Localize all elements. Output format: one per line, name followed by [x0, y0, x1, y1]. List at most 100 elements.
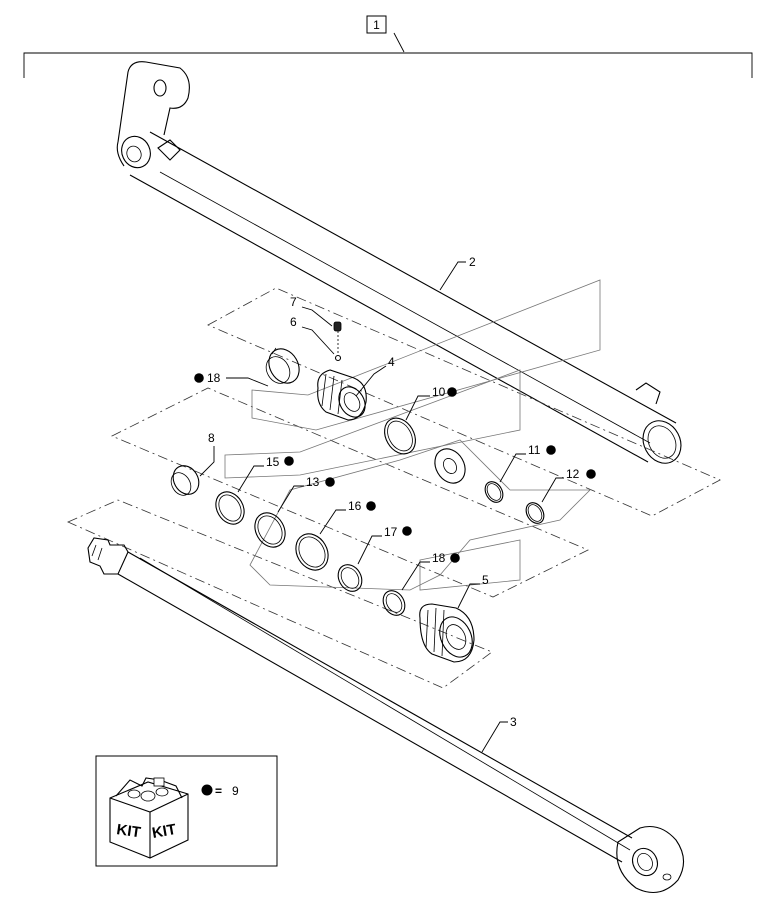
label-17: 18 [432, 551, 446, 565]
kit-legend-frame [95, 755, 278, 867]
axis-frame-upper [207, 287, 721, 517]
label-7: 7 [290, 295, 297, 309]
part-12-o-ring [525, 502, 545, 524]
leader-15 [319, 509, 346, 535]
leader-4 [355, 365, 387, 397]
rod-bottom-edge [117, 573, 623, 863]
label-6: 6 [290, 315, 297, 329]
assembly-callout: 1 [23, 15, 753, 78]
gland-insert [434, 448, 466, 484]
rod-eye [616, 825, 685, 894]
kit-legend-bullet [201, 784, 213, 796]
assembly-label: 1 [373, 18, 380, 32]
kit-bullet-16 [402, 526, 412, 536]
label-14: 15 [266, 455, 280, 469]
label-12: 12 [566, 467, 580, 481]
label-8: 8 [208, 431, 215, 445]
kit-bullet-12 [586, 469, 596, 479]
part-17-seal [382, 590, 406, 616]
leader-7 [301, 306, 333, 327]
rod-threaded-end [87, 537, 129, 575]
cylinder-barrel [116, 61, 682, 464]
leader-11 [499, 453, 526, 483]
kit-bullet-14 [284, 456, 294, 466]
leader-8 [199, 446, 215, 477]
kit-box-icon: KIT KIT [109, 777, 189, 859]
barrel-port-boss [635, 382, 661, 405]
kit-legend-number: 9 [232, 784, 239, 798]
kit-bullet-10 [447, 387, 457, 397]
leader-6 [301, 326, 335, 355]
label-16: 17 [384, 525, 398, 539]
axis-frame-lower [67, 499, 493, 689]
kit-bullet-13 [325, 477, 335, 487]
part-7-set-screw [333, 321, 342, 332]
barrel-clevis-plate [117, 61, 190, 143]
kit-bullet-15 [366, 501, 376, 511]
leader-3 [481, 721, 508, 753]
rod-top-edge [127, 551, 633, 839]
end-cap-port [126, 145, 142, 163]
barrel-bore [647, 425, 677, 459]
label-11: 11 [528, 443, 541, 457]
label-18: 18 [207, 371, 221, 385]
part-8-wear-ring [170, 465, 200, 496]
part-16-seal [337, 564, 363, 592]
leader-10 [405, 395, 430, 421]
rod-thread-line [91, 544, 97, 557]
barrel-tube-top-edge [149, 131, 677, 424]
part-14-seal [215, 491, 245, 525]
kit-box-text-left: KIT [115, 821, 141, 841]
part-18-wear-ring [265, 347, 300, 384]
rod-thread-line [97, 547, 103, 561]
assembly-bracket [23, 52, 753, 78]
leader-14 [237, 465, 264, 493]
grease-fitting [157, 139, 181, 161]
part-11-o-ring [484, 481, 504, 503]
leader-13 [277, 485, 304, 513]
barrel-tube-highlight [159, 171, 651, 444]
leader-12 [541, 477, 564, 503]
axis-frame-middle [111, 387, 589, 598]
rod-eye-grease-fitting [662, 873, 672, 881]
part-5-gland-nut [419, 603, 475, 663]
leader-16 [357, 535, 382, 565]
kit-bullet-11 [546, 445, 556, 455]
background-ghost-outline [224, 279, 601, 591]
assembly-leader [393, 32, 405, 53]
label-10: 10 [432, 385, 446, 399]
kit-box-text-right: KIT [151, 821, 178, 842]
barrel-clevis-edge [116, 141, 125, 167]
part-13-seal [254, 512, 286, 548]
kit-legend-equals: = [215, 784, 222, 798]
clevis-pin-hole [153, 79, 167, 97]
kit-bullet-17 [450, 553, 460, 563]
part-6-ball [334, 354, 342, 362]
barrel-tube-bottom-edge [129, 174, 649, 463]
leader-5 [457, 583, 480, 609]
assembly-label-box [366, 15, 387, 34]
piston-rod [87, 537, 685, 894]
barrel-open-end [642, 420, 682, 464]
part-10-seal-ring [384, 417, 416, 455]
label-3: 3 [510, 715, 517, 729]
leader-18 [226, 377, 269, 387]
label-4: 4 [388, 355, 395, 369]
kit-bullet-18 [194, 373, 204, 383]
leader-17 [401, 561, 430, 591]
part-15-seal [295, 533, 329, 571]
kit-legend: KIT KIT = 9 [95, 755, 278, 867]
rod-highlight [139, 557, 631, 851]
leader-2 [439, 261, 466, 291]
part-4-piston [317, 369, 367, 421]
rod-eye-bore-inner [637, 853, 653, 871]
label-13: 13 [306, 475, 320, 489]
label-15: 16 [348, 499, 362, 513]
label-2: 2 [469, 255, 476, 269]
assembly-axis-frames [67, 287, 721, 689]
rod-eye-bore [631, 847, 659, 877]
label-5: 5 [482, 573, 489, 587]
barrel-end-cap [121, 135, 151, 169]
